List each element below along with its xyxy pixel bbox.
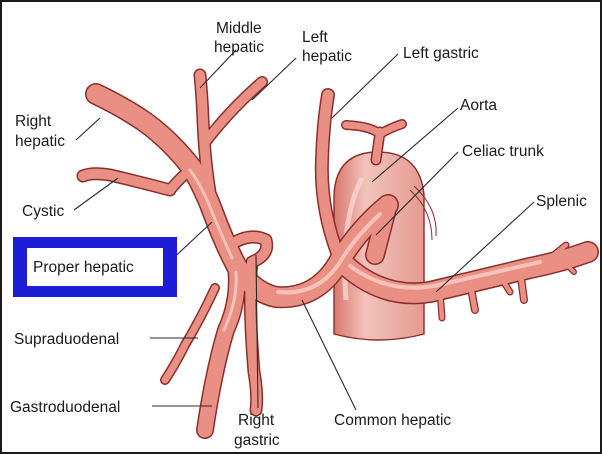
leader-celiac-trunk	[375, 151, 459, 236]
label-right-gastric-line1: Right	[238, 412, 275, 429]
label-gastroduodenal: Gastroduodenal	[10, 399, 120, 416]
leader-cystic	[73, 177, 119, 211]
label-middle-hepatic-line2: hepatic	[214, 39, 264, 56]
arterial-tree	[76, 68, 599, 439]
leader-splenic	[435, 201, 535, 293]
label-proper-hepatic: Proper hepatic	[33, 259, 134, 276]
leader-common-hepatic	[301, 299, 357, 411]
leader-middle-hepatic	[199, 49, 237, 89]
label-middle-hepatic-line1: Middle	[216, 20, 262, 37]
label-left-gastric: Left gastric	[403, 45, 479, 62]
label-celiac-trunk: Celiac trunk	[462, 143, 544, 160]
label-right-hepatic-line1: Right	[15, 113, 52, 130]
label-common-hepatic: Common hepatic	[334, 412, 451, 429]
leader-aorta	[371, 107, 459, 183]
vessel-highlight-layer	[188, 168, 542, 332]
leader-right-gastric	[255, 254, 259, 409]
label-aorta: Aorta	[460, 97, 497, 114]
label-splenic: Splenic	[536, 193, 587, 210]
label-left-hepatic-line2: hepatic	[302, 48, 352, 65]
leader-left-gastric	[331, 53, 399, 119]
label-left-hepatic-line1: Left	[302, 29, 329, 46]
label-right-gastric-line2: gastric	[234, 432, 280, 449]
leader-right-hepatic	[75, 117, 101, 141]
label-supraduodenal: Supraduodenal	[14, 331, 119, 348]
label-right-hepatic-line2: hepatic	[15, 133, 65, 150]
leader-lines	[73, 49, 535, 411]
leader-left-hepatic	[251, 57, 297, 101]
proper-hepatic-highlight-inner	[27, 248, 163, 286]
labels: Middle hepatic Left hepatic Left gastric…	[10, 20, 587, 449]
label-cystic: Cystic	[22, 203, 64, 220]
